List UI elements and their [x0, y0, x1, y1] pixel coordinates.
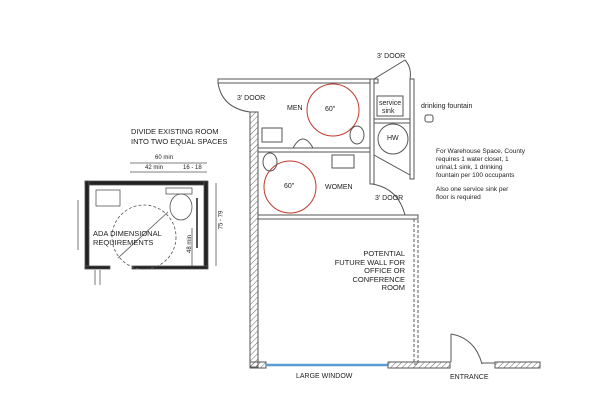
- women-label: WOMEN: [325, 184, 353, 191]
- dim-42: 42 min: [145, 165, 164, 171]
- main-plan: [217, 59, 541, 369]
- dim-16-18: 16 - 18: [183, 165, 202, 171]
- urinal: [292, 138, 314, 149]
- men-top-wall: [217, 78, 379, 84]
- note-line: DIVIDE EXISTING ROOM: [131, 127, 219, 136]
- men-sink: [261, 127, 283, 143]
- men-turning-circle: [306, 83, 360, 137]
- dim-75-79: 75 - 79: [218, 210, 225, 230]
- women-sink: [331, 154, 355, 169]
- note-line: urinal,1 sink, 1 drinking: [436, 164, 503, 171]
- dim-60: 60 min: [155, 155, 174, 161]
- note-line: INTO TWO EQUAL SPACES: [131, 137, 228, 146]
- women-turning-circle: [263, 160, 317, 214]
- drinking-fountain: [424, 114, 434, 123]
- note-line: For Warehouse Space, County: [436, 148, 525, 155]
- entrance-door-swing: [450, 333, 483, 365]
- note-line: Also one service sink per: [436, 186, 509, 193]
- office-top-wall: [257, 214, 419, 220]
- ada-right-wall: [203, 180, 209, 269]
- label-line: REQUIREMENTS: [93, 238, 154, 247]
- ada-turning-circle: [111, 204, 177, 270]
- service-sink: [376, 95, 404, 117]
- ada-toilet: [169, 193, 193, 221]
- dim-48: 48 min: [187, 234, 194, 254]
- note-line: floor is required: [436, 194, 481, 201]
- drinking-fountain-label: drinking fountain: [421, 103, 473, 110]
- door-women-label: 3' DOOR: [375, 195, 404, 202]
- label-line: OFFICE OR: [364, 266, 405, 275]
- label-line: ADA DIMENSIONAL: [93, 229, 162, 238]
- water-heater: [377, 123, 409, 155]
- entrance-label: ENTRANCE: [450, 374, 489, 381]
- large-window-label: LARGE WINDOW: [296, 373, 353, 380]
- men-label: MEN: [287, 105, 303, 112]
- label-line: ROOM: [381, 283, 405, 292]
- label-line: service: [379, 100, 402, 107]
- note-line: fountain per 100 occupants: [436, 172, 515, 179]
- label-line: POTENTIAL: [363, 249, 405, 258]
- women-toilet: [262, 152, 278, 172]
- door-top-label: 3' DOOR: [377, 53, 406, 60]
- future-wall: [413, 218, 419, 365]
- door-left-label: 3' DOOR: [237, 95, 266, 102]
- men-women-divider: [257, 147, 373, 153]
- future-wall-label: POTENTIAL FUTURE WALL FOR OFFICE OR CONF…: [320, 249, 405, 293]
- left-exterior-wall: [249, 111, 259, 368]
- ada-plan: [77, 162, 217, 285]
- women-circle-label: 60": [284, 183, 295, 190]
- label-line: FUTURE WALL FOR: [334, 257, 405, 267]
- label-line: sink: [382, 108, 395, 115]
- men-circle-label: 60": [325, 106, 336, 113]
- hw-label: HW: [387, 135, 399, 142]
- note-line: requires 1 water closet, 1: [436, 156, 509, 163]
- ada-sink: [95, 189, 121, 207]
- ada-left-wall: [84, 180, 90, 269]
- code-note: For Warehouse Space, County requires 1 w…: [436, 148, 525, 202]
- ada-top-wall: [84, 180, 206, 186]
- men-toilet: [349, 125, 365, 145]
- label-line: CONFERENCE: [352, 274, 405, 284]
